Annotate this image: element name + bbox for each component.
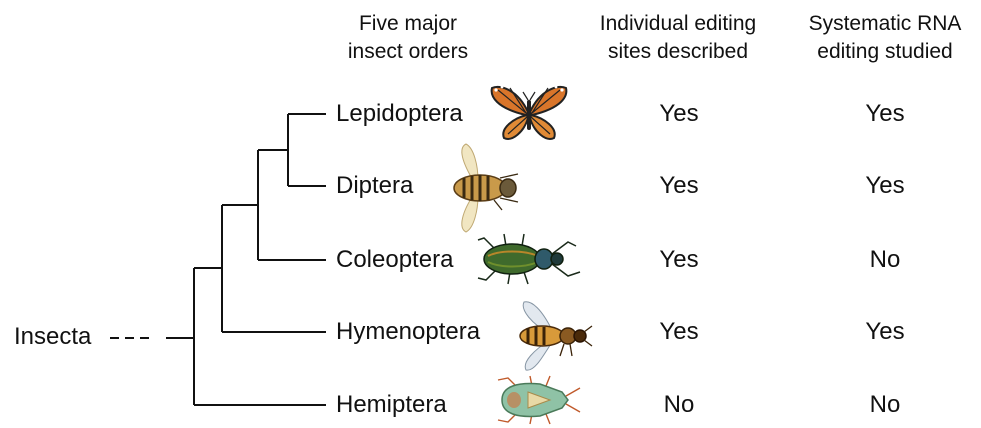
individual-diptera: Yes (619, 171, 739, 201)
order-hymenoptera: Hymenoptera (336, 317, 480, 347)
order-coleoptera: Coleoptera (336, 245, 453, 275)
systematic-lepidoptera: Yes (825, 99, 945, 129)
bee-icon (512, 296, 596, 376)
systematic-diptera: Yes (825, 171, 945, 201)
systematic-coleoptera: No (825, 245, 945, 275)
order-lepidoptera: Lepidoptera (336, 99, 463, 129)
order-diptera: Diptera (336, 171, 413, 201)
butterfly-icon (488, 82, 570, 144)
beetle-icon (476, 232, 584, 286)
shield-bug-icon (488, 374, 586, 426)
root-label-insecta: Insecta (14, 322, 91, 352)
systematic-hemiptera: No (825, 390, 945, 420)
systematic-hymenoptera: Yes (825, 317, 945, 347)
order-hemiptera: Hemiptera (336, 390, 447, 420)
individual-lepidoptera: Yes (619, 99, 739, 129)
individual-hymenoptera: Yes (619, 317, 739, 347)
individual-hemiptera: No (619, 390, 739, 420)
individual-coleoptera: Yes (619, 245, 739, 275)
fly-icon (444, 142, 526, 234)
